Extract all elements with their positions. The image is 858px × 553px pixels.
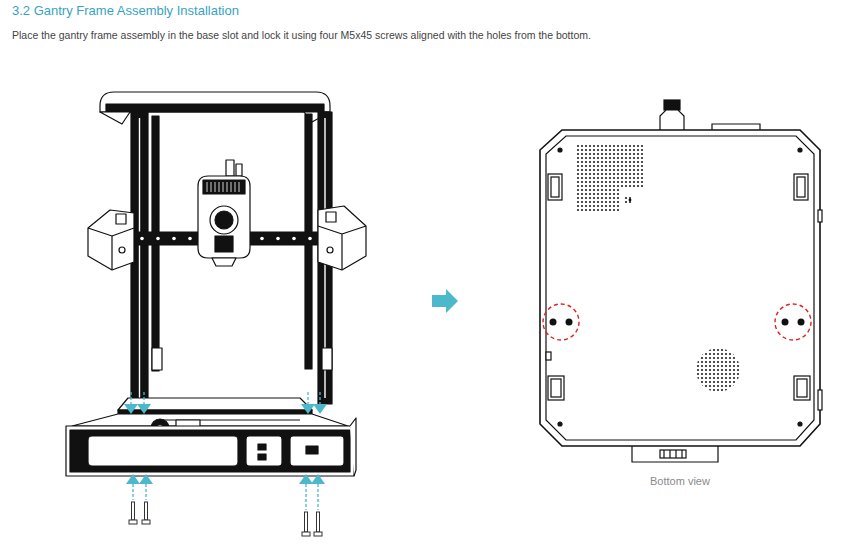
section-title: 3.2 Gantry Frame Assembly Installation <box>12 3 239 18</box>
printer-illustration <box>66 92 366 476</box>
instruction-text: Place the gantry frame assembly in the b… <box>12 29 591 41</box>
insertion-guides <box>124 392 327 510</box>
bottom-view-illustration <box>540 100 822 462</box>
direction-arrow <box>432 289 458 313</box>
view-label: Bottom view <box>650 475 710 487</box>
m5x45-screws <box>129 502 322 536</box>
